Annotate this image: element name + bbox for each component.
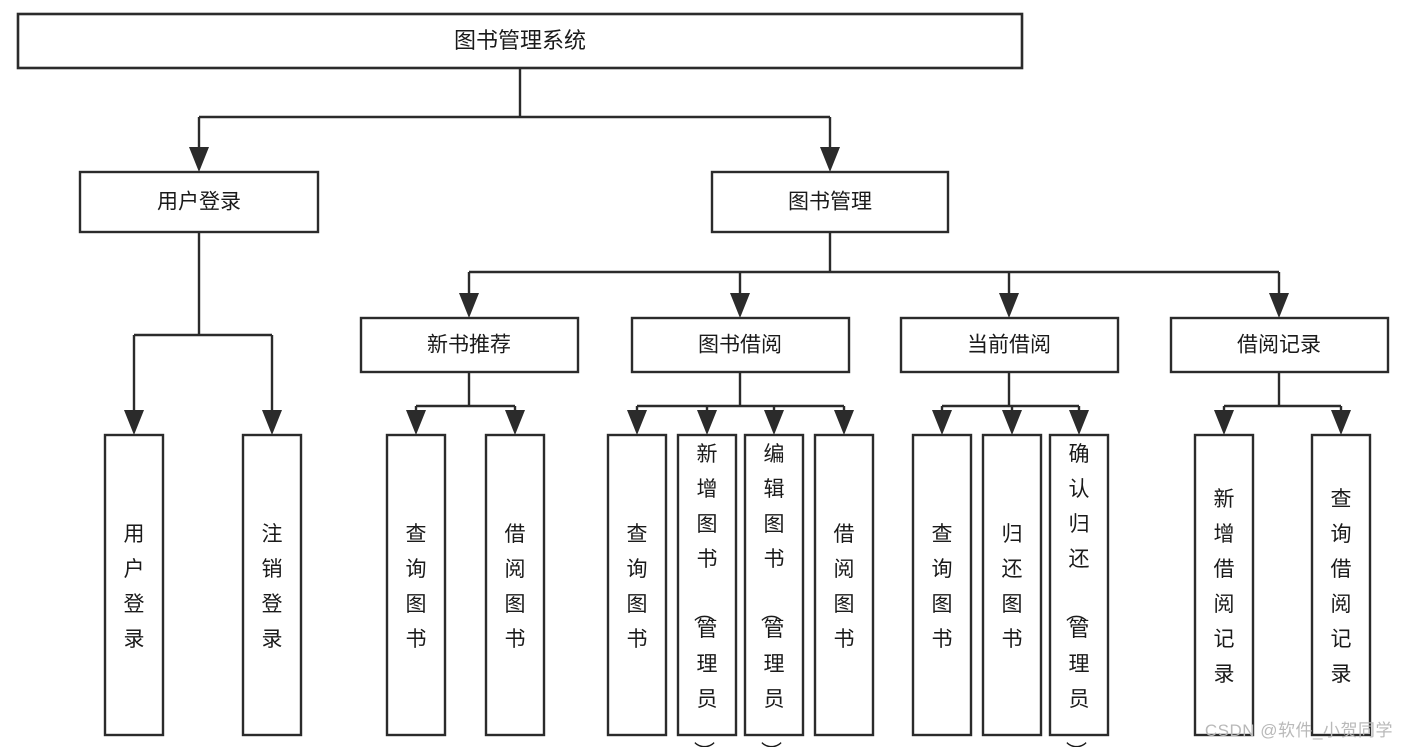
- arrow-to-leaf-user-login: [124, 410, 144, 435]
- leaf-edit-book[interactable]: 编辑图书（管理员）: [743, 433, 805, 747]
- leaf-logout-box[interactable]: [241, 433, 303, 737]
- arrow-to-borrow-record: [1269, 293, 1289, 318]
- node-borrow-record-box[interactable]: [1169, 316, 1390, 374]
- leaf-borrow-book-1-box[interactable]: [484, 433, 546, 737]
- leaf-query-book-2-box[interactable]: [606, 433, 668, 737]
- arrow-to-leaf-logout: [262, 410, 282, 435]
- arrow-to-leaf-query-book-2: [627, 410, 647, 435]
- leaf-confirm-return-box[interactable]: [1048, 433, 1110, 737]
- leaf-add-book-box[interactable]: [676, 433, 738, 737]
- leaf-query-record-box[interactable]: [1310, 433, 1372, 737]
- leaf-add-record-label: 新增借阅记录: [1214, 488, 1235, 686]
- node-current-borrow[interactable]: 当前借阅: [899, 316, 1120, 374]
- arrow-to-leaf-query-book-3: [932, 410, 952, 435]
- node-user-login[interactable]: 用户登录: [78, 170, 320, 234]
- arrow-to-book-borrow: [730, 293, 750, 318]
- leaf-node-layer: 用户登录 注销登录 查询图书 借阅图书 查询图书 新增图书（管理员） 编辑图书（管理员） 借阅…: [103, 433, 1372, 747]
- leaf-query-book-3-label: 查询图书: [932, 523, 953, 651]
- leaf-borrow-book-1-label: 借阅图书: [505, 523, 526, 651]
- arrow-to-leaf-query-book-1: [406, 410, 426, 435]
- node-book-borrow[interactable]: 图书借阅: [630, 316, 851, 374]
- node-root-box[interactable]: [16, 12, 1024, 70]
- node-new-book-rec-box[interactable]: [359, 316, 580, 374]
- leaf-query-book-1[interactable]: 查询图书: [385, 433, 447, 737]
- arrow-to-leaf-confirm-return: [1069, 410, 1089, 435]
- connector-layer: [124, 68, 1351, 435]
- leaf-edit-book-box[interactable]: [743, 433, 805, 737]
- leaf-query-record[interactable]: 查询借阅记录: [1310, 433, 1372, 737]
- leaf-borrow-book-2-box[interactable]: [813, 433, 875, 737]
- arrow-to-user-login: [189, 147, 209, 172]
- leaf-confirm-return[interactable]: 确认归还（管理员）: [1048, 433, 1110, 747]
- arrow-to-leaf-borrow-book-1: [505, 410, 525, 435]
- node-book-manage-label: 图书管理: [788, 191, 872, 214]
- node-current-borrow-box[interactable]: [899, 316, 1120, 374]
- leaf-query-book-3-box[interactable]: [911, 433, 973, 737]
- leaf-query-book-3[interactable]: 查询图书: [911, 433, 973, 737]
- leaf-return-book-box[interactable]: [981, 433, 1043, 737]
- leaf-borrow-book-1[interactable]: 借阅图书: [484, 433, 546, 737]
- arrow-to-book-manage: [820, 147, 840, 172]
- leaf-query-record-label: 查询借阅记录: [1331, 488, 1352, 686]
- leaf-query-book-1-label: 查询图书: [406, 523, 427, 651]
- leaf-user-login-label: 用户登录: [124, 523, 145, 651]
- node-user-login-box[interactable]: [78, 170, 320, 234]
- arrow-to-new-book-rec: [459, 293, 479, 318]
- leaf-add-book-label: 新增图书（管理员）: [692, 443, 718, 747]
- leaf-confirm-return-label: 确认归还（管理员）: [1064, 443, 1090, 747]
- node-current-borrow-label: 当前借阅: [967, 334, 1051, 357]
- leaf-borrow-book-2-label: 借阅图书: [834, 523, 855, 651]
- leaf-query-book-2-label: 查询图书: [627, 523, 648, 651]
- leaf-return-book[interactable]: 归还图书: [981, 433, 1043, 737]
- node-root-label: 图书管理系统: [454, 28, 586, 53]
- leaf-borrow-book-2[interactable]: 借阅图书: [813, 433, 875, 737]
- arrow-to-leaf-add-record: [1214, 410, 1234, 435]
- leaf-add-record-box[interactable]: [1193, 433, 1255, 737]
- node-borrow-record[interactable]: 借阅记录: [1169, 316, 1390, 374]
- leaf-return-book-label: 归还图书: [1002, 523, 1023, 651]
- arrow-to-leaf-return-book: [1002, 410, 1022, 435]
- node-borrow-record-label: 借阅记录: [1237, 334, 1321, 357]
- leaf-add-book[interactable]: 新增图书（管理员）: [676, 433, 738, 747]
- node-user-login-label: 用户登录: [157, 191, 241, 214]
- node-book-manage-box[interactable]: [710, 170, 950, 234]
- arrow-to-leaf-edit-book: [764, 410, 784, 435]
- node-root[interactable]: 图书管理系统: [16, 12, 1024, 70]
- arrow-to-leaf-borrow-book-2: [834, 410, 854, 435]
- leaf-user-login[interactable]: 用户登录: [103, 433, 165, 737]
- node-book-borrow-label: 图书借阅: [698, 334, 782, 357]
- leaf-edit-book-label: 编辑图书（管理员）: [759, 443, 785, 747]
- arrow-to-leaf-add-book: [697, 410, 717, 435]
- leaf-user-login-box[interactable]: [103, 433, 165, 737]
- node-new-book-rec[interactable]: 新书推荐: [359, 316, 580, 374]
- node-book-borrow-box[interactable]: [630, 316, 851, 374]
- node-book-manage[interactable]: 图书管理: [710, 170, 950, 234]
- node-new-book-rec-label: 新书推荐: [427, 334, 511, 357]
- leaf-query-book-2[interactable]: 查询图书: [606, 433, 668, 737]
- leaf-logout-label: 注销登录: [262, 523, 283, 651]
- leaf-query-book-1-box[interactable]: [385, 433, 447, 737]
- arrow-to-leaf-query-record: [1331, 410, 1351, 435]
- leaf-add-record[interactable]: 新增借阅记录: [1193, 433, 1255, 737]
- leaf-logout[interactable]: 注销登录: [241, 433, 303, 737]
- arrow-to-current-borrow: [999, 293, 1019, 318]
